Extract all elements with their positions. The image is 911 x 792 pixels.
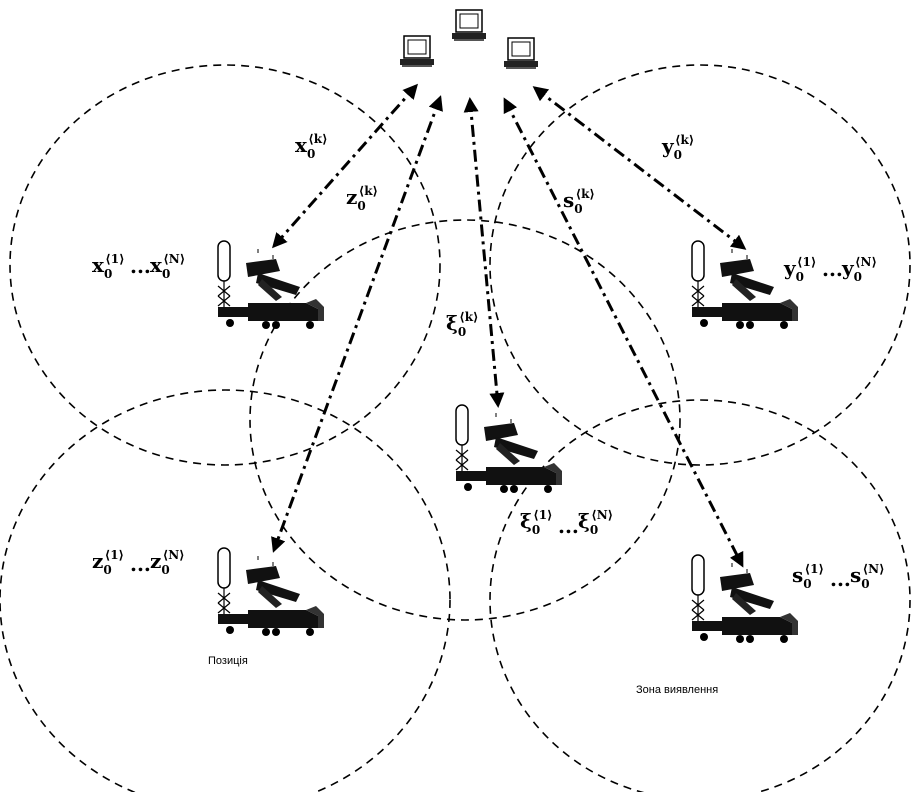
link-z-label: z0⟨k⟩ (346, 184, 378, 213)
computer-icon (503, 37, 539, 70)
station-z-label-first: z0⟨1⟩ (92, 548, 124, 577)
station-s-dots: ... (830, 567, 851, 591)
radar-station-icon (217, 240, 325, 330)
station-z-label-last: z0⟨N⟩ (150, 548, 185, 577)
radar-station-icon (217, 547, 325, 637)
station-z (217, 547, 325, 637)
station-x-dots: ... (130, 254, 151, 278)
radar-station-icon (455, 404, 563, 494)
station-x-label-first: x0⟨1⟩ (92, 252, 125, 281)
control-center (399, 9, 539, 70)
link-xi-label: ξ0⟨k⟩ (446, 310, 479, 339)
station-xi-label-last: ξ0⟨N⟩ (578, 508, 613, 537)
link-x-label: x0⟨k⟩ (295, 132, 328, 161)
station-s-label-last: s0⟨N⟩ (850, 562, 885, 591)
station-xi (455, 404, 563, 494)
station-z-dots: ... (130, 552, 151, 576)
position-caption: Позиція (208, 655, 248, 667)
zone-y (489, 64, 911, 466)
station-xi-dots: ... (558, 514, 579, 538)
link-xi-arrow (463, 97, 505, 408)
link-y-arrow (532, 86, 747, 250)
station-y (691, 240, 799, 330)
link-s-label: s0⟨k⟩ (563, 187, 595, 216)
computer-icon (399, 35, 435, 68)
station-xi-label-first: ξ0⟨1⟩ (520, 508, 553, 537)
detection-zone-caption: Зона виявлення (636, 684, 718, 696)
radar-station-icon (691, 240, 799, 330)
link-y-label: y0⟨k⟩ (661, 133, 694, 162)
zone-s (489, 399, 911, 792)
station-s-label-first: s0⟨1⟩ (792, 562, 824, 591)
station-x-label-last: x0⟨N⟩ (150, 252, 185, 281)
radar-station-icon (691, 554, 799, 644)
station-y-label-first: y0⟨1⟩ (783, 255, 816, 284)
zone-z (0, 389, 451, 792)
computer-icon (451, 9, 487, 42)
station-x (217, 240, 325, 330)
station-y-label-last: y0⟨N⟩ (841, 255, 877, 284)
link-s-arrow (503, 97, 744, 568)
link-z-arrow (271, 95, 443, 553)
station-y-dots: ... (822, 257, 843, 281)
station-s (691, 554, 799, 644)
